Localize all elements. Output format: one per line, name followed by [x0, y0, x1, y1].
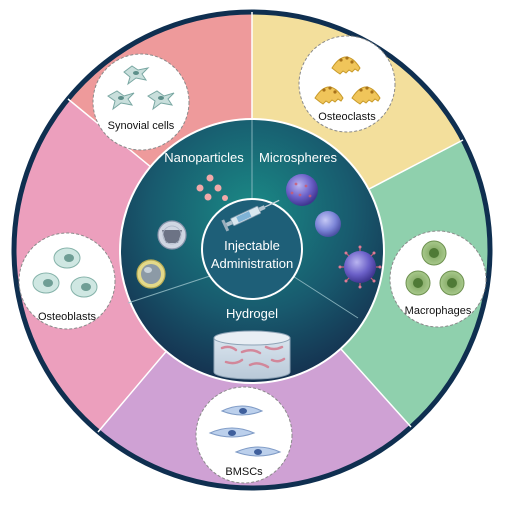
nanoparticle-dots-icon	[196, 174, 228, 201]
macrophages-label: Macrophages	[405, 305, 472, 317]
microsphere-large-icon	[286, 174, 318, 206]
bmscs-badge: BMSCs	[195, 386, 293, 484]
microsphere-medium-icon	[315, 211, 341, 237]
osteoclasts-badge: Osteoclasts	[298, 35, 396, 133]
osteoblasts-label: Osteoblasts	[38, 311, 97, 323]
bmscs-label: BMSCs	[225, 466, 263, 478]
nanoparticle-core-shell-icon	[136, 259, 166, 289]
center-title-line2: Administration	[211, 256, 293, 271]
center-title-line1: Injectable	[224, 238, 280, 253]
macrophage-cell-icon	[405, 240, 465, 296]
synovial-cells-badge: Synovial cells	[92, 53, 190, 151]
osteoclasts-label: Osteoclasts	[318, 111, 376, 123]
macrophages-badge: Macrophages	[389, 230, 487, 328]
synovial-cells-label: Synovial cells	[108, 120, 175, 132]
hydrogel-icon	[213, 330, 291, 380]
osteoblasts-badge: Osteoblasts	[18, 232, 116, 330]
nanoparticle-liposome-icon	[157, 220, 187, 250]
injectable-administration-node: Injectable Administration	[201, 198, 303, 300]
microsphere-spiky-icon	[338, 245, 382, 289]
label-microspheres: Microspheres	[259, 150, 338, 165]
syringe-icon	[221, 199, 280, 232]
label-hydrogel: Hydrogel	[226, 306, 278, 321]
label-nanoparticles: Nanoparticles	[164, 150, 244, 165]
